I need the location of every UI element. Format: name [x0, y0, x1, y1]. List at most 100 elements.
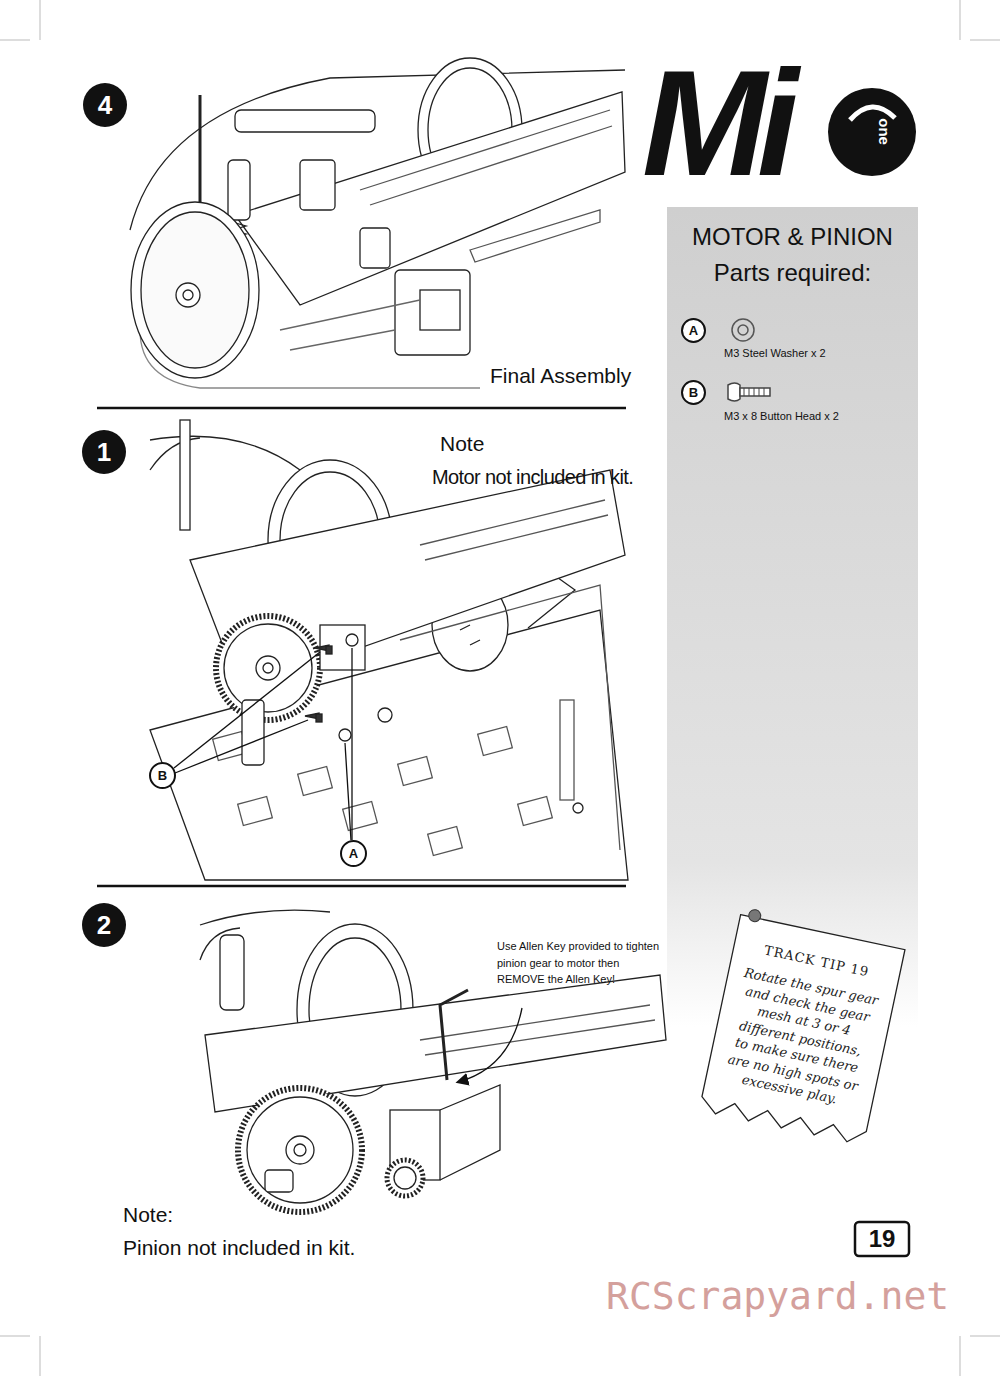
pinion-drawing: [286, 1136, 314, 1164]
motor-mount-drawing: [316, 714, 322, 722]
node-label: 2: [97, 910, 111, 941]
pinion-drawing: [265, 1170, 293, 1192]
page-number-frame: [855, 1222, 909, 1256]
node-label: 19: [869, 1225, 896, 1253]
final-assembly-drawing: [360, 110, 612, 205]
step-number: 1: [82, 430, 126, 474]
part-name: M3 Steel Washer x 2: [724, 347, 826, 360]
instruction-note: Use Allen Key provided to tighten pinion…: [497, 938, 663, 988]
motor-mount-drawing: [150, 436, 300, 470]
note-text: Pinion not included in kit.: [123, 1236, 355, 1260]
motor-mount-drawing: [224, 624, 312, 712]
crop-marks: [960, 1336, 961, 1376]
final-assembly-drawing: [131, 202, 259, 378]
callout-letter: A: [681, 318, 706, 343]
node-label: A: [689, 323, 698, 338]
logo-mark: [828, 88, 916, 176]
final-assembly-drawing: [280, 300, 420, 350]
pinion-drawing: [440, 1085, 500, 1180]
paper-shape: [699, 915, 905, 1146]
pinion-drawing: [387, 1160, 423, 1196]
motor-mount-drawing: [398, 756, 433, 785]
motor-mount-drawing: [518, 796, 553, 825]
final-assembly-drawing: [228, 160, 250, 220]
pinion-drawing: [394, 1167, 416, 1189]
note-text: Motor not included in kit.: [432, 466, 633, 489]
motor-mount-drawing: [150, 420, 628, 880]
page-number: 19: [855, 1222, 909, 1256]
motor-mount-drawing: [326, 646, 332, 654]
step-number: 4: [83, 83, 127, 127]
pinion-drawing: [220, 935, 244, 1010]
washer-icon: [738, 325, 748, 335]
motor-mount-drawing: [216, 616, 320, 720]
washer-icon: [732, 319, 754, 341]
node-label: 1: [97, 437, 111, 468]
crop-marks: [970, 40, 1000, 41]
leader-line: [351, 648, 352, 840]
note-heading: Note: [440, 432, 484, 456]
callout-letter: B: [149, 762, 176, 789]
crop-marks: [40, 1336, 41, 1376]
motor-mount-drawing: [339, 729, 351, 741]
motor-mount-drawing: [320, 625, 365, 670]
final-assembly-drawing: [360, 228, 390, 268]
crop-marks: [970, 1336, 1000, 1337]
pinion-drawing: [200, 910, 666, 1212]
crop-marks: [40, 0, 41, 40]
screw-icon: [740, 388, 770, 396]
final-assembly-drawing: [130, 58, 625, 388]
callout-letter: A: [340, 840, 367, 867]
logo-text: one: [875, 119, 892, 146]
motor-mount-drawing: [478, 726, 513, 755]
motor-mount-drawing: [238, 796, 273, 825]
callout-letter: B: [681, 380, 706, 405]
motor-mount-drawing: [180, 420, 190, 530]
final-assembly-drawing: [395, 270, 470, 355]
final-assembly-drawing: [141, 212, 249, 368]
pin-icon: [748, 909, 762, 923]
motor-mount-drawing: [428, 826, 463, 855]
leader-line: [345, 743, 351, 840]
logo-text: Mi: [642, 48, 789, 198]
motor-mount-drawing: [400, 585, 620, 850]
note-heading: Note:: [123, 1203, 173, 1227]
step-divider: [97, 885, 626, 888]
pinion-drawing: [238, 1088, 362, 1212]
leader-line: [174, 652, 320, 768]
crop-marks: [0, 40, 30, 41]
node-label: 4: [98, 90, 112, 121]
crop-marks: [0, 1336, 30, 1337]
final-assembly-drawing: [300, 160, 335, 210]
pinion-drawing: [420, 1005, 655, 1055]
crop-marks: [960, 0, 961, 40]
motor-mount-drawing: [450, 611, 480, 645]
motor-mount-drawing: [263, 663, 273, 673]
step-number: 2: [82, 903, 126, 947]
node-label: A: [349, 846, 358, 861]
final-assembly-drawing: [176, 283, 200, 307]
screw-icon: [728, 383, 770, 401]
motor-mount-drawing: [378, 708, 392, 722]
motor-mount-drawing: [346, 634, 358, 646]
leader-line: [174, 648, 352, 840]
leader-line: [175, 720, 308, 773]
panel-heading: MOTOR & PINION: [667, 219, 918, 255]
part-name: M3 x 8 Button Head x 2: [724, 410, 839, 423]
sidebar-band: [667, 207, 918, 1027]
pinion-drawing: [247, 1097, 353, 1203]
pinion-drawing: [440, 990, 468, 1080]
pointer-arrow: [458, 1008, 522, 1082]
panel-heading: Parts required:: [667, 255, 918, 291]
pinion-drawing: [294, 1144, 306, 1156]
step-divider: [97, 407, 626, 410]
screw-icon: [744, 388, 764, 396]
watermark: RCScrapyard.net: [606, 1275, 949, 1319]
motor-mount-drawing: [298, 766, 333, 795]
final-assembly-drawing: [470, 210, 600, 262]
motor-mount-drawing: [560, 700, 574, 800]
washer-icon: [732, 319, 754, 341]
motor-mount-drawing: [420, 500, 608, 560]
node-label: B: [158, 768, 167, 783]
